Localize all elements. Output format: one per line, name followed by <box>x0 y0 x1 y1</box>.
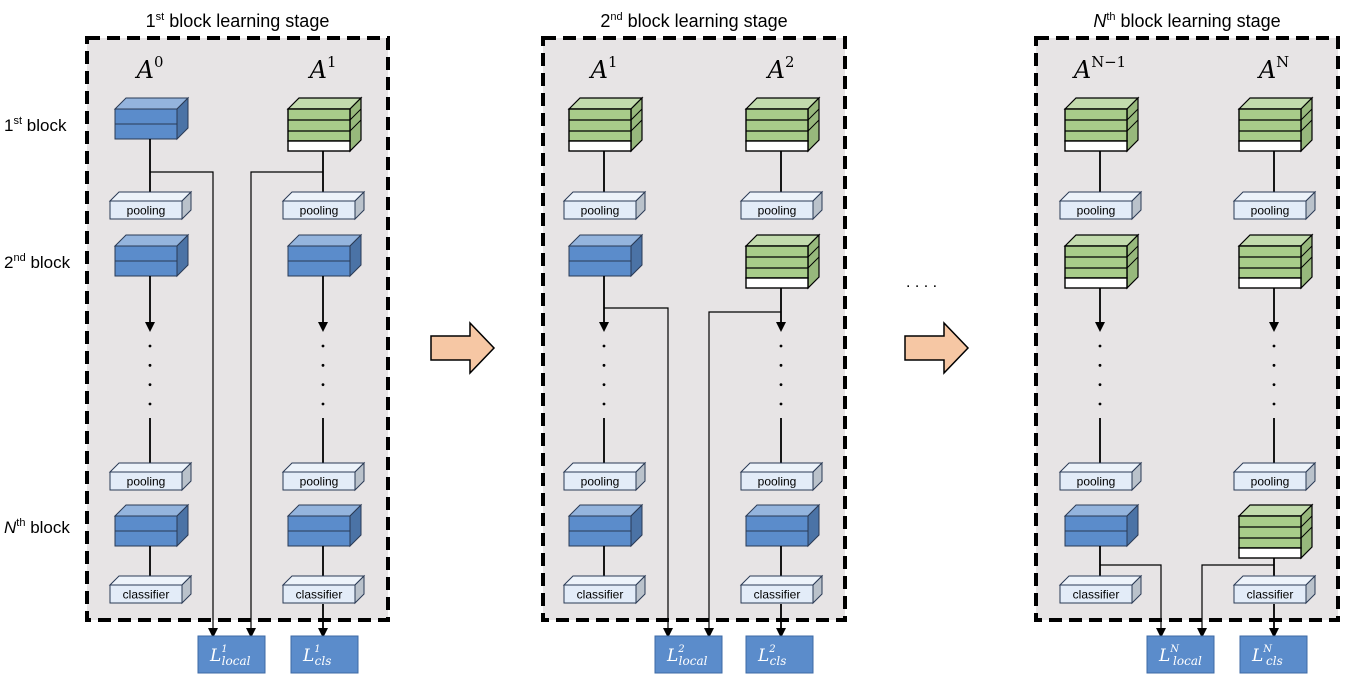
stage-3-right-pooling-n: pooling <box>1232 461 1317 492</box>
stage-1-left-pooling-1-label: pooling <box>127 204 166 218</box>
stage-2-right-classifier-label: classifier <box>754 588 801 602</box>
stage-1-col-left-label: A0 <box>135 53 164 84</box>
stage-2-col-left-label: A1 <box>589 53 618 84</box>
stage-n-local-connector-left <box>1100 564 1166 638</box>
stage-1-left-block-1 <box>113 96 190 141</box>
stage-2-left-pooling-n-label: pooling <box>581 475 620 489</box>
stage-transition-arrow-1 <box>430 321 496 375</box>
stage-2-right-block-2 <box>744 233 821 290</box>
stage-2-left-ellipsis <box>602 344 606 406</box>
stage-3-left-classifier: classifier <box>1058 574 1143 605</box>
row-label-2nd-block: 2nd block <box>4 252 71 272</box>
stage-3-left-classifier-label: classifier <box>1073 588 1120 602</box>
stage-1-right-pooling-n-label: pooling <box>300 475 339 489</box>
stage-1-right-block-2 <box>286 233 363 278</box>
stage-3-right-pooling-1: pooling <box>1232 190 1317 221</box>
row-label-nth-block: Nth block <box>4 517 70 537</box>
stage-1-title: 1st block learning stage <box>146 11 330 31</box>
stage-2-right-ellipsis <box>779 344 783 406</box>
stage-2-local-connector-right <box>704 311 781 638</box>
stage-2-left-block-n <box>567 503 644 548</box>
stage-1-right-block-n <box>286 503 363 548</box>
stage-2-local-connector-left <box>604 307 673 638</box>
row-label-1st-block: 1st block <box>4 115 67 135</box>
stage-3-right-classifier-label: classifier <box>1247 588 1294 602</box>
stage-1-left-classifier-label: classifier <box>123 588 170 602</box>
stage-1-local-connector-left <box>150 171 218 638</box>
stage-2-left-classifier-label: classifier <box>577 588 624 602</box>
stage-2-left-block-2 <box>567 233 644 278</box>
stage-2-right-pooling-n: pooling <box>739 461 824 492</box>
stage-2-left-block-1 <box>567 96 644 153</box>
stage-3-left-block-n <box>1063 503 1140 548</box>
stage-3-left-ellipsis <box>1098 344 1102 406</box>
stage-2-right-pooling-1: pooling <box>739 190 824 221</box>
stage-2-title: 2nd block learning stage <box>600 11 787 31</box>
stage-3-left-pooling-n-label: pooling <box>1077 475 1116 489</box>
stage-2-col-right-label: A2 <box>766 53 795 84</box>
stage-2-left-pooling-1: pooling <box>562 190 647 221</box>
stage-2-right-classifier: classifier <box>739 574 824 605</box>
stage-1-right-classifier: classifier <box>281 574 366 605</box>
stage-ellipsis: . . . . <box>906 274 937 291</box>
stage-n-local-connector-right <box>1197 564 1274 638</box>
stage-2-right-block-1 <box>744 96 821 153</box>
stage-3-col-right-label: AN <box>1257 53 1289 84</box>
stage-1-right-ellipsis <box>321 344 325 406</box>
stage-2-left-classifier: classifier <box>562 574 647 605</box>
stage-1-left-block-2 <box>113 233 190 278</box>
stage-3-left-block-2 <box>1063 233 1140 290</box>
stage-3-right-pooling-1-label: pooling <box>1251 204 1290 218</box>
stage-3-left-pooling-1-label: pooling <box>1077 204 1116 218</box>
stage-3-title: Nth block learning stage <box>1093 11 1280 31</box>
stage-2-left-pooling-1-label: pooling <box>581 204 620 218</box>
stage-1-right-pooling-1-label: pooling <box>300 204 339 218</box>
stage-3-left-block-1 <box>1063 96 1140 153</box>
stage-3-right-block-1 <box>1237 96 1314 153</box>
stage-1-col-right-label: A1 <box>308 53 337 84</box>
stage-3-right-classifier: classifier <box>1232 574 1317 605</box>
stage-3-right-block-2 <box>1237 233 1314 290</box>
stage-2-right-pooling-n-label: pooling <box>758 475 797 489</box>
stage-1-right-classifier-label: classifier <box>296 588 343 602</box>
stage-1-left-ellipsis <box>148 344 152 406</box>
stage-2-right-pooling-1-label: pooling <box>758 204 797 218</box>
stage-1-left-pooling-n-label: pooling <box>127 475 166 489</box>
stage-1-right-pooling-1: pooling <box>281 190 366 221</box>
stage-1-right-block-1 <box>286 96 363 153</box>
stage-3-right-pooling-n-label: pooling <box>1251 475 1290 489</box>
stage-1-left-block-n <box>113 503 190 548</box>
stage-3-left-pooling-n: pooling <box>1058 461 1143 492</box>
stage-2-right-block-n <box>744 503 821 548</box>
stage-3-col-left-label: AN−1 <box>1072 53 1126 84</box>
stage-3-right-block-n <box>1237 503 1314 560</box>
stage-1-left-classifier: classifier <box>108 574 193 605</box>
stage-1-local-connector-right <box>246 171 323 638</box>
stage-3-left-pooling-1: pooling <box>1058 190 1143 221</box>
stage-3-right-ellipsis <box>1272 344 1276 406</box>
stage-1-left-pooling-n: pooling <box>108 461 193 492</box>
stage-2-left-pooling-n: pooling <box>562 461 647 492</box>
stage-1-right-pooling-n: pooling <box>281 461 366 492</box>
stage-1-left-pooling-1: pooling <box>108 190 193 221</box>
stage-transition-arrow-2 <box>904 321 970 375</box>
